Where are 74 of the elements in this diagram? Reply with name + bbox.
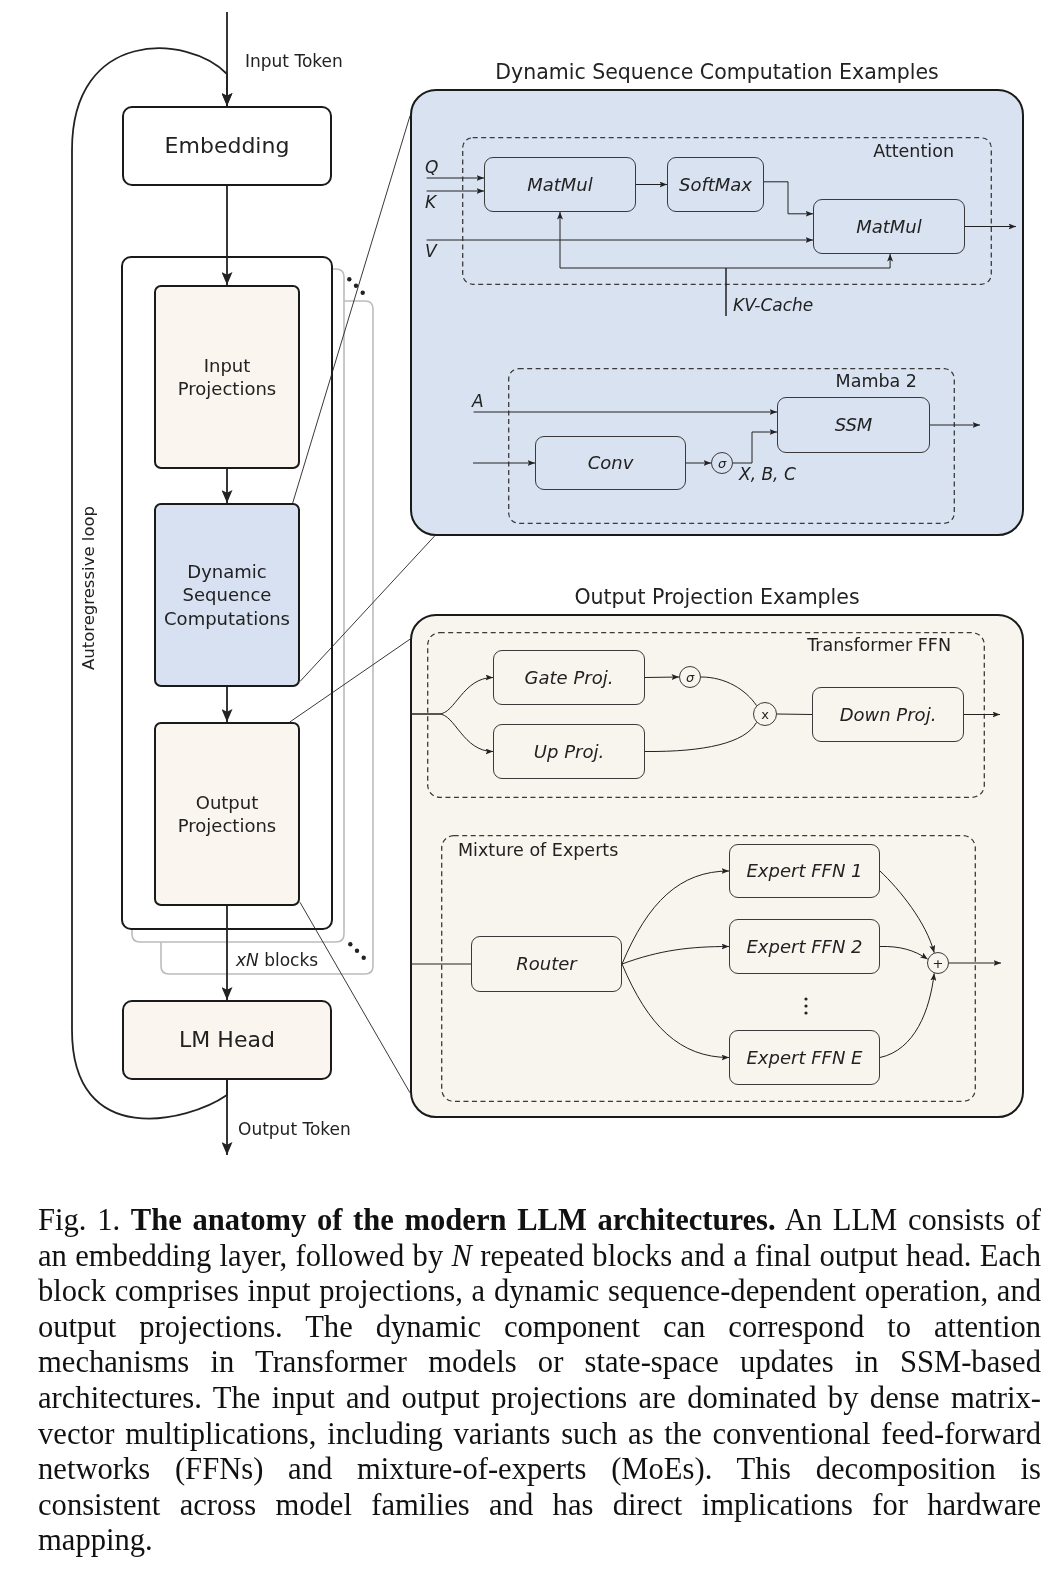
layer-box: Input Projections	[154, 285, 300, 469]
operation-box: MatMul	[813, 199, 965, 254]
arrow	[621, 963, 730, 1061]
connector-line	[409, 963, 472, 965]
edge-label: Input Token	[245, 52, 343, 72]
arrow	[763, 181, 814, 217]
arrow	[929, 422, 981, 428]
arrow	[725, 253, 894, 317]
figure-caption: Fig. 1. The anatomy of the modern LLM architectures. An LLM consists of an embedding layer, followed by N repeated blocks and a final output head. Each block comprises input projections, a dynamic sequence-dependent operation, and output projections. The dynamic component can correspond to attention mechanisms in Transformer models or state-space updates in SSM-based architectures. The input and output projections are dominated by dense matrix-vector multiplications, including variants such as the conventional feed-forward networks (FFNs) and mixture-of-experts (MoEs). This decomposition is consistent across model families and has direct implications for hardware mapping.	[38, 1203, 1041, 1559]
signal-label: V	[425, 240, 441, 262]
arrow	[879, 870, 935, 954]
arrow	[948, 960, 1002, 966]
arrow	[621, 943, 730, 965]
block-count-label: xN blocks	[236, 951, 319, 971]
operation-box: SSM	[777, 397, 930, 453]
arrow	[221, 185, 233, 286]
arrow	[426, 237, 814, 243]
layer-box: Dynamic Sequence Computations	[154, 503, 300, 687]
panel-title: Output Projection Examples	[573, 586, 861, 610]
arrow	[963, 711, 1001, 718]
arrow	[473, 409, 778, 415]
dashed-group	[441, 835, 976, 1102]
edge-label: Output Token	[238, 1120, 351, 1140]
arrow	[221, 468, 233, 504]
layer-box: Output Projections	[154, 722, 300, 906]
arrow	[621, 868, 730, 965]
dashed-group	[427, 632, 985, 798]
group-title: Mamba 2	[835, 371, 917, 392]
arrow	[221, 686, 233, 723]
signal-label: A	[472, 390, 488, 412]
signal-label: KV-Cache	[727, 294, 827, 316]
leader-line	[299, 535, 436, 682]
panel-title: Dynamic Sequence Computation Examples	[494, 61, 940, 85]
leader-line	[292, 115, 411, 504]
edge-label: X, B, C	[739, 465, 796, 485]
arrow	[426, 188, 485, 194]
arrow	[685, 460, 712, 466]
dashed-group	[508, 368, 955, 524]
group-title: Transformer FFN	[807, 635, 951, 656]
arrow	[409, 713, 494, 754]
operation-box: MatMul	[484, 157, 636, 212]
leader-line	[289, 638, 411, 723]
edge-label: Autoregressive loop	[79, 505, 99, 671]
arrow	[879, 945, 929, 960]
dashed-group	[462, 137, 992, 285]
arrow	[221, 1079, 233, 1156]
operation-box: Down Proj.	[812, 687, 964, 742]
operation-box: Expert FFN 1	[729, 844, 880, 898]
arrow	[964, 223, 1017, 230]
operation-box: Gate Proj.	[493, 650, 645, 705]
signal-label: Q	[425, 156, 441, 178]
operation-box: Conv	[535, 436, 686, 490]
group-title: Attention	[873, 141, 954, 162]
arrow	[426, 175, 485, 181]
operation-box: SoftMax	[667, 157, 764, 212]
signal-label: K	[425, 191, 441, 213]
operation-box: Expert FFN E	[729, 1030, 880, 1085]
operation-box: Router	[471, 936, 622, 992]
connector-line	[776, 713, 813, 715]
arrow	[71, 47, 233, 1120]
connector-line	[700, 676, 757, 706]
leader-line	[299, 901, 411, 1094]
arrow	[635, 181, 668, 188]
operation-box: Up Proj.	[493, 724, 645, 779]
arrow	[472, 460, 536, 466]
group-title: Mixture of Experts	[458, 840, 619, 861]
arrow	[221, 905, 233, 1001]
arrow	[879, 972, 937, 1058]
connector-line	[644, 722, 757, 752]
layer-box: LM Head	[122, 1000, 332, 1080]
arrow	[732, 429, 778, 464]
layer-box: Embedding	[122, 106, 332, 186]
operation-box: Expert FFN 2	[729, 919, 880, 974]
arrow	[644, 674, 680, 681]
